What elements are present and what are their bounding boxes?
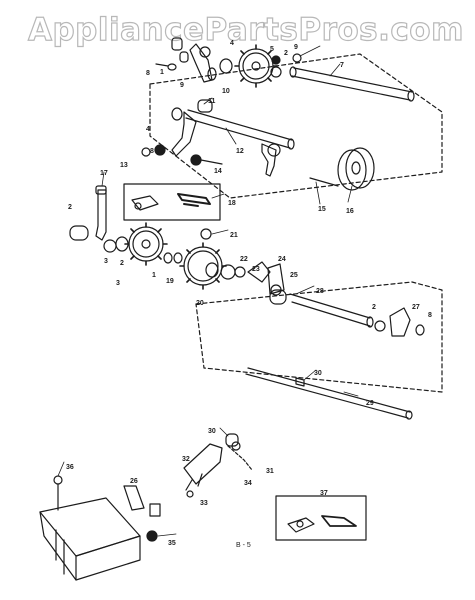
callout-25: 25 (290, 272, 298, 279)
callout-24: 24 (278, 256, 286, 263)
callout-27: 27 (412, 304, 420, 311)
callout-29: 29 (366, 400, 374, 407)
callout-16: 16 (346, 208, 354, 215)
lower-shaft (269, 289, 425, 337)
callout-2: 2 (284, 50, 288, 57)
callout-2: 2 (68, 204, 72, 211)
lower-sprocket (103, 222, 183, 266)
large-sprocket (179, 228, 227, 290)
top-sprocket (234, 44, 278, 88)
callout-22: 22 (240, 256, 248, 263)
callout-23: 23 (252, 266, 260, 273)
long-rod (245, 367, 413, 420)
callout-2: 2 (372, 304, 376, 311)
callout-37: 37 (320, 490, 328, 497)
callout-8: 8 (150, 148, 154, 155)
callout-33: 33 (200, 500, 208, 507)
callout-8: 8 (146, 70, 150, 77)
callout-20: 20 (196, 300, 204, 307)
callout-8: 8 (428, 312, 432, 319)
callout-36: 36 (66, 464, 74, 471)
callout-7: 7 (340, 62, 344, 69)
left-lever (69, 185, 107, 241)
callout-4: 4 (230, 40, 234, 47)
bottom-lever (183, 433, 253, 498)
callout-11: 11 (208, 98, 216, 105)
top-small-parts (155, 37, 302, 83)
callout-30: 30 (314, 370, 322, 377)
callout-31: 31 (266, 468, 274, 475)
upper-assembly-outline (149, 53, 443, 199)
kit-box-18 (123, 183, 221, 221)
callout-5: 5 (270, 46, 274, 53)
callout-21: 21 (230, 232, 238, 239)
kit-box-37 (275, 495, 367, 541)
callout-1: 1 (152, 272, 156, 279)
callout-17: 17 (100, 170, 108, 177)
callout-15: 15 (318, 206, 326, 213)
bottom-bracket (39, 475, 161, 581)
callout-1: 1 (160, 69, 164, 76)
callout-32: 32 (182, 456, 190, 463)
top-shaft (289, 66, 415, 102)
callout-3: 3 (116, 280, 120, 287)
callout-34: 34 (244, 480, 252, 487)
callout-26: 26 (130, 478, 138, 485)
middle-cluster (220, 261, 285, 296)
leader-lines (57, 45, 359, 537)
callout-4: 4 (146, 126, 150, 133)
page-label: B - 5 (236, 542, 251, 549)
callout-3: 3 (104, 258, 108, 265)
callout-12: 12 (236, 148, 244, 155)
callout-2: 2 (120, 260, 124, 267)
callout-10: 10 (222, 88, 230, 95)
callout-28: 28 (316, 288, 324, 295)
callout-9: 9 (180, 82, 184, 89)
callout-30: 30 (208, 428, 216, 435)
callout-14: 14 (214, 168, 222, 175)
pulley (309, 147, 375, 191)
callout-35: 35 (168, 540, 176, 547)
watermark: AppliancePartsPros.com (27, 11, 464, 48)
middle-shaft (141, 99, 295, 177)
callout-19: 19 (166, 278, 174, 285)
callout-13: 13 (120, 162, 128, 169)
callout-18: 18 (228, 200, 236, 207)
callout-9: 9 (294, 44, 298, 51)
